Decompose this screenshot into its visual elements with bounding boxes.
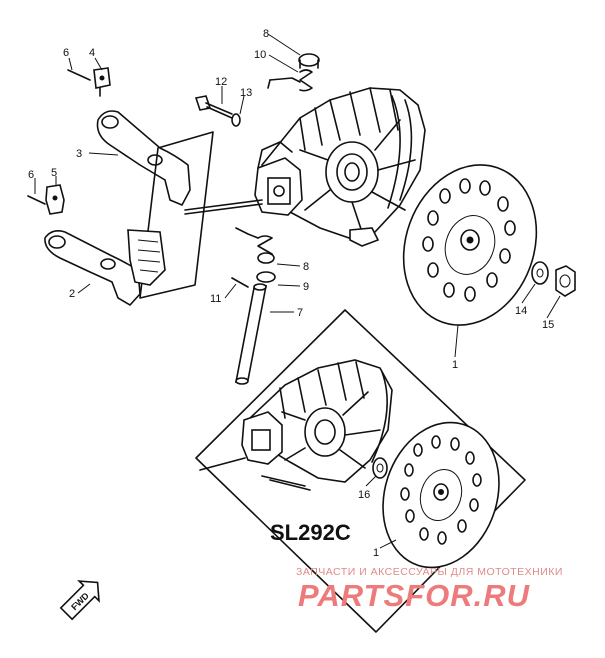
caliper-housing xyxy=(184,87,426,247)
inset-brake-disc xyxy=(382,421,500,569)
inset-washer-16 xyxy=(372,457,388,479)
callout-3: 3 xyxy=(76,148,82,160)
cap-8-lower xyxy=(257,252,275,264)
pin-11 xyxy=(231,277,249,288)
watermark-logo: PARTSFOR.RU xyxy=(298,578,531,613)
pad-arm-2 xyxy=(44,229,166,307)
clip-4 xyxy=(93,67,111,97)
watermark-tagline: ЗАПЧАСТИ И АКСЕССУАРЫ ДЛЯ МОТОТЕХНИКИ xyxy=(296,566,563,578)
pin-6-upper xyxy=(67,69,91,81)
washer-9 xyxy=(256,271,276,283)
spring-10 xyxy=(267,69,313,92)
nut-15 xyxy=(555,265,576,297)
brake-disc-main xyxy=(402,164,538,326)
leader-lines xyxy=(34,33,561,358)
callout-7: 7 xyxy=(297,307,303,319)
watermark: ЗАПЧАСТИ И АКСЕССУАРЫ ДЛЯ МОТОТЕХНИКИ PA… xyxy=(296,566,563,613)
callout-9: 9 xyxy=(303,281,309,293)
cap-8-top xyxy=(298,53,320,69)
callout-8-lower: 8 xyxy=(303,261,309,273)
pad-arm-3 xyxy=(96,110,191,207)
washer-13 xyxy=(231,113,241,127)
callout-5: 5 xyxy=(51,167,57,179)
inset-caliper-housing xyxy=(199,359,393,491)
callout-4: 4 xyxy=(89,47,95,59)
callout-1-inset: 1 xyxy=(373,547,379,559)
callout-2: 2 xyxy=(69,288,75,300)
callout-1-main: 1 xyxy=(452,359,458,371)
callout-11: 11 xyxy=(210,293,221,305)
model-code: SL292C xyxy=(270,520,351,545)
callout-10: 10 xyxy=(254,49,266,61)
forward-arrow-icon: FWD xyxy=(59,580,100,621)
callout-6-upper: 6 xyxy=(63,47,69,59)
callout-15: 15 xyxy=(542,319,554,331)
callout-16: 16 xyxy=(358,489,370,501)
inset-frame xyxy=(195,309,526,633)
bolt-12 xyxy=(194,95,233,119)
callout-numbers: 6 4 3 5 6 2 8 10 12 13 8 9 7 11 14 15 1 … xyxy=(28,28,554,559)
callout-12: 12 xyxy=(215,76,227,88)
washer-14 xyxy=(531,261,549,285)
inset-leader-lines xyxy=(365,475,397,549)
clip-5 xyxy=(45,184,65,215)
pin-6-lower xyxy=(27,195,46,205)
callout-13: 13 xyxy=(240,87,252,99)
shaft-7 xyxy=(234,283,268,385)
callout-6-lower: 6 xyxy=(28,169,34,181)
spring-lower xyxy=(235,227,273,255)
callout-14: 14 xyxy=(515,305,527,317)
callout-8-top: 8 xyxy=(263,28,269,40)
